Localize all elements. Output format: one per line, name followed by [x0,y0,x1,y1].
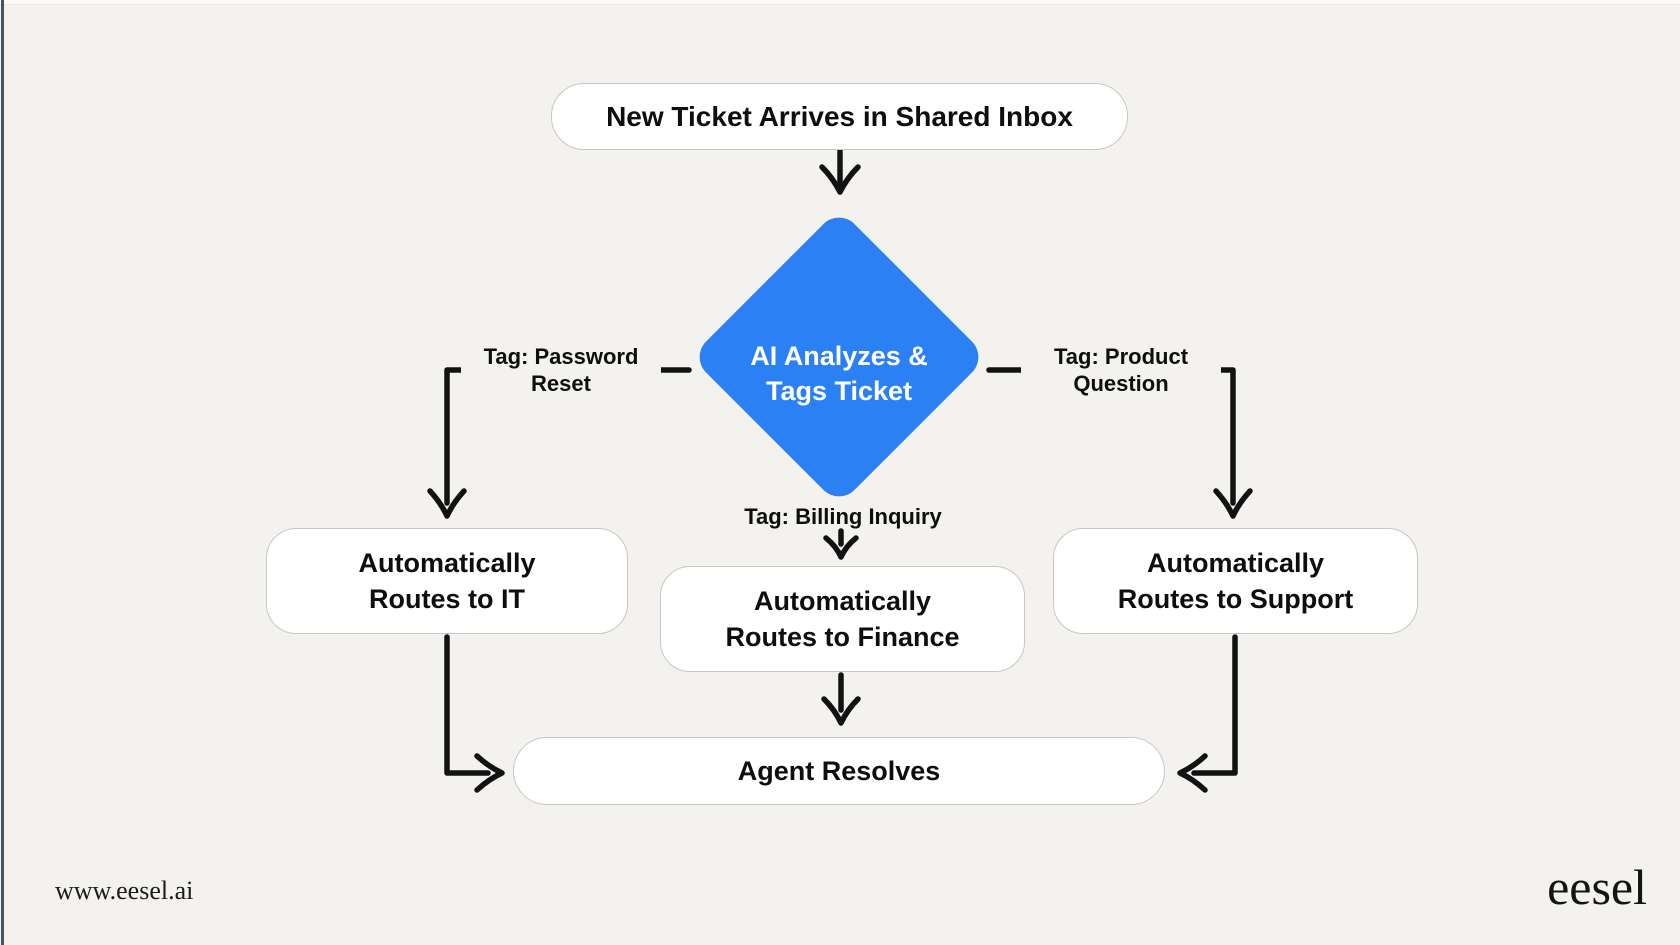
node-new-ticket-label: New Ticket Arrives in Shared Inbox [606,100,1073,132]
edge-label-password-line1: Tag: Password [483,344,639,369]
node-routes-to-finance: Automatically Routes to Finance [660,566,1025,672]
edge-label-billing-inquiry: Tag: Billing Inquiry [723,503,963,529]
edge-label-password-line2: Reset [531,371,591,396]
decision-diamond-label: AI Analyzes & Tags Ticket [699,296,979,451]
node-agent-resolves-label: Agent Resolves [737,755,941,786]
footer-website-url: www.eesel.ai [55,876,194,905]
node-finance-line2: Routes to Finance [725,622,960,652]
arrow-finance-to-resolve [821,672,861,726]
node-routes-to-it: Automatically Routes to IT [266,528,628,634]
arrow-decision-to-finance [823,528,859,560]
node-routes-to-support: Automatically Routes to Support [1053,528,1418,634]
node-support-line2: Routes to Support [1117,584,1354,614]
edge-label-password-reset: Tag: Password Reset [461,342,661,398]
edge-label-billing-text: Tag: Billing Inquiry [744,503,942,529]
node-agent-resolves: Agent Resolves [513,737,1165,805]
arrow-it-to-resolve [444,634,505,793]
node-it-line2: Routes to IT [369,584,525,614]
node-support-line1: Automatically [1146,548,1325,578]
edge-label-product-question: Tag: Product Question [1021,342,1221,398]
edge-label-product-line2: Question [1073,371,1169,396]
decision-label-line1: AI Analyzes & [750,340,928,371]
left-edge-accent-line [1,0,4,945]
node-finance-line1: Automatically [753,586,932,616]
eesel-logo-wordmark: eesel [1547,859,1647,915]
arrow-start-to-decision [819,148,861,195]
decision-label-line2: Tags Ticket [765,375,913,406]
node-it-line1: Automatically [358,548,536,578]
node-new-ticket: New Ticket Arrives in Shared Inbox [551,83,1128,150]
top-edge-strip [0,0,1680,5]
arrow-support-to-resolve [1177,634,1238,793]
edge-label-product-line1: Tag: Product [1053,344,1189,369]
